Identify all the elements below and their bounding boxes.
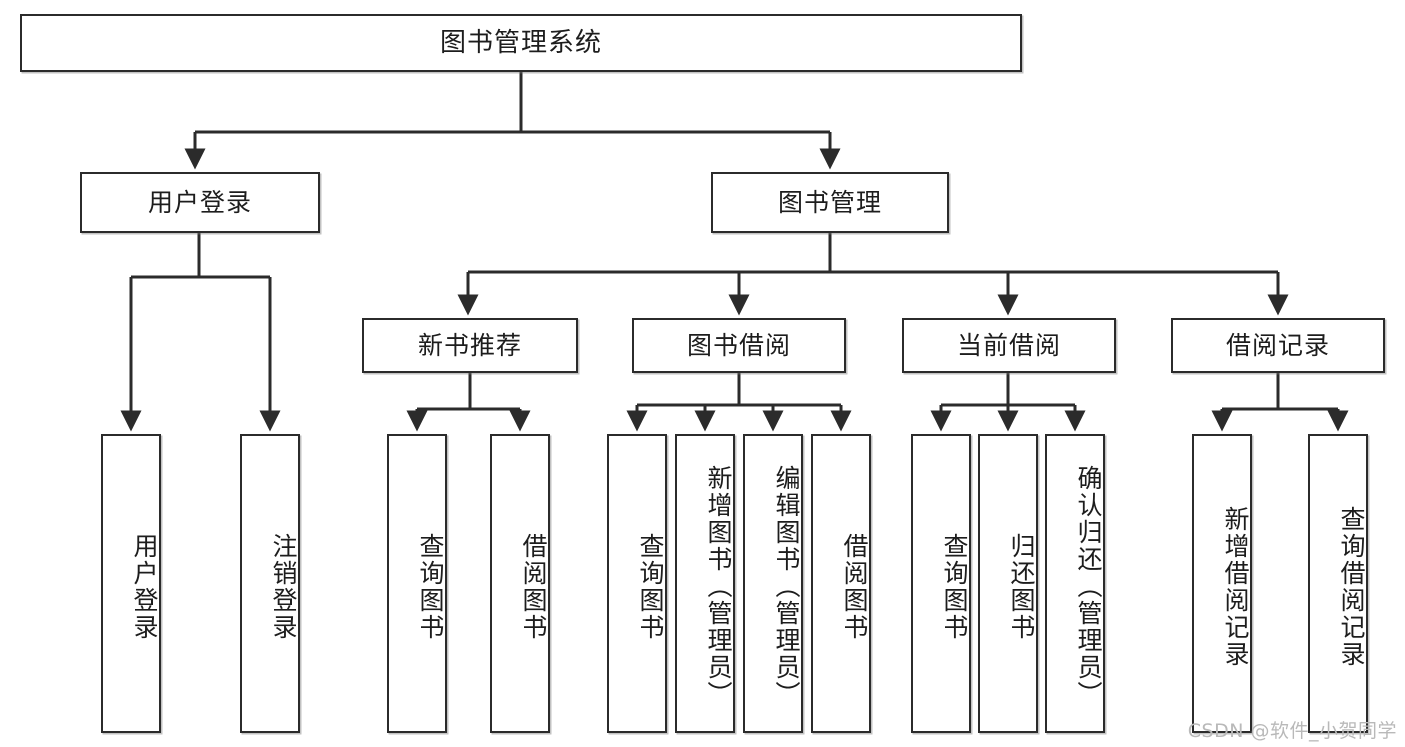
node-leaf-add-book-admin[interactable]: 新增图书（管理员）	[675, 434, 735, 733]
node-leaf-query-book-2[interactable]: 查询图书	[607, 434, 667, 733]
node-borrow-records-label: 借阅记录	[1225, 330, 1330, 360]
watermark: CSDN @软件_小贺同学	[1187, 720, 1397, 742]
node-leaf-add-book-admin-label: 新增图书（管理员）	[704, 465, 733, 708]
node-leaf-confirm-return-admin[interactable]: 确认归还（管理员）	[1045, 434, 1105, 733]
node-leaf-user-login-label: 用户登录	[130, 532, 159, 641]
node-new-book-recommend-label: 新书推荐	[417, 330, 522, 360]
node-user-login-label: 用户登录	[147, 187, 252, 217]
node-book-management[interactable]: 图书管理	[711, 172, 949, 233]
node-leaf-user-login[interactable]: 用户登录	[101, 434, 161, 733]
node-leaf-borrow-book-2[interactable]: 借阅图书	[811, 434, 871, 733]
node-root[interactable]: 图书管理系统	[20, 14, 1022, 72]
node-leaf-logout[interactable]: 注销登录	[240, 434, 300, 733]
node-leaf-borrow-book-1-label: 借阅图书	[519, 532, 548, 641]
node-leaf-add-borrow-record-label: 新增借阅记录	[1221, 505, 1250, 668]
node-new-book-recommend[interactable]: 新书推荐	[362, 318, 578, 373]
node-leaf-borrow-book-1[interactable]: 借阅图书	[490, 434, 550, 733]
node-leaf-add-borrow-record[interactable]: 新增借阅记录	[1192, 434, 1252, 733]
node-leaf-query-book-3-label: 查询图书	[940, 532, 969, 641]
node-user-login[interactable]: 用户登录	[80, 172, 320, 233]
node-leaf-edit-book-admin-label: 编辑图书（管理员）	[772, 465, 801, 708]
node-leaf-query-book-1-label: 查询图书	[416, 532, 445, 641]
node-book-borrow-label: 图书借阅	[686, 330, 791, 360]
node-leaf-query-borrow-record-label: 查询借阅记录	[1337, 505, 1366, 668]
node-leaf-edit-book-admin[interactable]: 编辑图书（管理员）	[743, 434, 803, 733]
node-leaf-query-book-2-label: 查询图书	[636, 532, 665, 641]
node-leaf-borrow-book-2-label: 借阅图书	[840, 532, 869, 641]
node-leaf-query-borrow-record[interactable]: 查询借阅记录	[1308, 434, 1368, 733]
node-leaf-return-book[interactable]: 归还图书	[978, 434, 1038, 733]
node-leaf-query-book-3[interactable]: 查询图书	[911, 434, 971, 733]
node-current-borrow-label: 当前借阅	[956, 330, 1061, 360]
node-leaf-confirm-return-admin-label: 确认归还（管理员）	[1074, 465, 1103, 708]
node-book-management-label: 图书管理	[777, 187, 882, 217]
node-borrow-records[interactable]: 借阅记录	[1171, 318, 1385, 373]
node-leaf-logout-label: 注销登录	[269, 532, 298, 641]
node-book-borrow[interactable]: 图书借阅	[632, 318, 846, 373]
node-leaf-return-book-label: 归还图书	[1007, 532, 1036, 641]
node-leaf-query-book-1[interactable]: 查询图书	[387, 434, 447, 733]
node-current-borrow[interactable]: 当前借阅	[902, 318, 1116, 373]
node-root-label: 图书管理系统	[439, 27, 602, 58]
